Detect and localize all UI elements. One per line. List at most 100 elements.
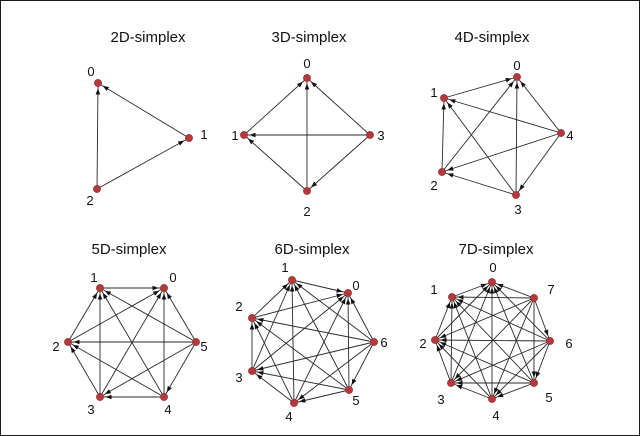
node-labels: 0 1 2 <box>86 64 207 208</box>
arrowhead-4-to-2 <box>438 343 445 350</box>
edge-0-1 <box>443 76 518 99</box>
arrowhead-5-to-4 <box>166 385 172 393</box>
arrowhead-6-to-4 <box>495 389 502 396</box>
panel-title: 7D-simplex <box>458 241 534 258</box>
edge-2-3 <box>441 171 517 196</box>
edge-2-7 <box>434 297 535 341</box>
edge-arrows <box>436 283 549 398</box>
arrowhead-5-to-0 <box>494 287 499 294</box>
arrowhead-5-to-0 <box>345 298 351 305</box>
node-label-3: 3 <box>514 202 521 217</box>
edge-1-2 <box>243 134 308 192</box>
arrowhead-4-to-0 <box>489 287 495 294</box>
edge-0-1 <box>97 82 190 139</box>
node-label-1: 1 <box>430 282 437 297</box>
edge-0-4 <box>293 292 349 404</box>
node-5 <box>345 386 353 394</box>
edges <box>67 287 197 398</box>
node-4 <box>290 399 298 407</box>
node-label-6: 6 <box>380 335 387 350</box>
arrowhead-4-to-1 <box>102 292 108 300</box>
node-label-2: 2 <box>419 336 426 351</box>
arrowhead-7-to-1 <box>457 294 464 300</box>
arrowhead-7-to-2 <box>440 333 447 338</box>
edge-3-5 <box>251 370 350 391</box>
node-label-2: 2 <box>235 299 242 314</box>
arrowhead-4-to-2 <box>72 344 80 350</box>
node-labels: 0 1 2 3 4 <box>430 58 573 217</box>
panel-title: 3D-simplex <box>271 29 347 46</box>
arrowhead-1-to-0 <box>296 81 303 88</box>
edge-0-5 <box>491 281 535 384</box>
edge-0-3 <box>515 76 518 196</box>
edge-3-5 <box>99 341 197 398</box>
edge-1-5 <box>99 287 197 343</box>
edge-0-2 <box>251 292 349 319</box>
nodes <box>431 278 554 403</box>
edge-0-4 <box>516 76 562 134</box>
node-label-0: 0 <box>352 278 359 293</box>
arrowhead-2-to-0 <box>304 83 310 90</box>
arrowhead-3-to-2 <box>447 173 454 178</box>
arrowhead-5-to-4 <box>299 398 306 403</box>
edge-0-5 <box>347 292 350 391</box>
edge-0-2 <box>96 82 99 190</box>
node-labels: 0 1 2 3 4 5 <box>52 270 207 417</box>
arrowhead-3-to-1 <box>449 302 455 309</box>
edge-2-5 <box>434 339 535 384</box>
node-3 <box>512 191 520 199</box>
node-labels: 0 1 2 3 <box>231 56 384 219</box>
edge-3-7 <box>450 297 535 384</box>
arrowhead-2-to-1 <box>441 103 446 110</box>
edge-4-7 <box>491 297 535 400</box>
arrowhead-7-to-0 <box>497 283 504 289</box>
arrowhead-4-to-2 <box>254 322 260 330</box>
node-6 <box>546 337 554 345</box>
node-2 <box>438 168 446 176</box>
edge-1-4 <box>443 97 562 134</box>
node-label-1: 1 <box>281 260 288 275</box>
arrowhead-1-to-0 <box>152 285 159 291</box>
node-label-0: 0 <box>513 58 520 73</box>
node-label-5: 5 <box>352 393 359 408</box>
arrowhead-5-to-3 <box>456 380 463 386</box>
node-label-0: 0 <box>169 270 176 285</box>
node-3 <box>96 393 104 401</box>
node-2 <box>431 336 439 344</box>
panel-6d-simplex: 6D-simplex 0 1 2 3 4 5 6 <box>235 241 387 424</box>
edge-1-7 <box>451 296 535 299</box>
nodes <box>93 79 193 193</box>
node-label-4: 4 <box>164 402 171 417</box>
node-label-2: 2 <box>430 178 437 193</box>
node-2 <box>248 314 256 322</box>
arrowhead-3-to-0 <box>485 287 490 294</box>
edge-1-3 <box>251 279 293 372</box>
node-6 <box>370 338 378 346</box>
edge-1-3 <box>443 97 517 196</box>
node-1 <box>440 94 448 102</box>
node-5 <box>530 379 538 387</box>
edge-4-6 <box>491 340 551 400</box>
arrowhead-2-to-1 <box>92 292 98 300</box>
node-label-7: 7 <box>547 282 554 297</box>
node-1 <box>448 293 456 301</box>
arrowhead-7-to-4 <box>494 387 499 394</box>
arrowhead-5-to-2 <box>256 321 263 327</box>
arrowhead-4-to-3 <box>105 394 112 400</box>
panel-title: 2D-simplex <box>110 29 186 46</box>
arrowhead-3-to-1 <box>97 293 103 300</box>
arrowhead-6-to-0 <box>495 285 502 292</box>
edge-2-4 <box>251 317 295 404</box>
arrowhead-4-to-0 <box>520 81 526 88</box>
node-1 <box>288 276 296 284</box>
edge-3-4 <box>515 132 562 196</box>
node-labels: 0 1 2 3 4 5 6 7 <box>419 260 572 423</box>
node-label-0: 0 <box>489 260 496 275</box>
edges <box>251 279 375 404</box>
edge-2-5 <box>251 317 350 391</box>
arrowhead-4-to-2 <box>447 166 454 171</box>
node-0 <box>94 79 102 87</box>
arrowhead-3-to-1 <box>249 132 256 138</box>
node-label-3: 3 <box>235 370 242 385</box>
edge-0-3 <box>306 77 371 136</box>
